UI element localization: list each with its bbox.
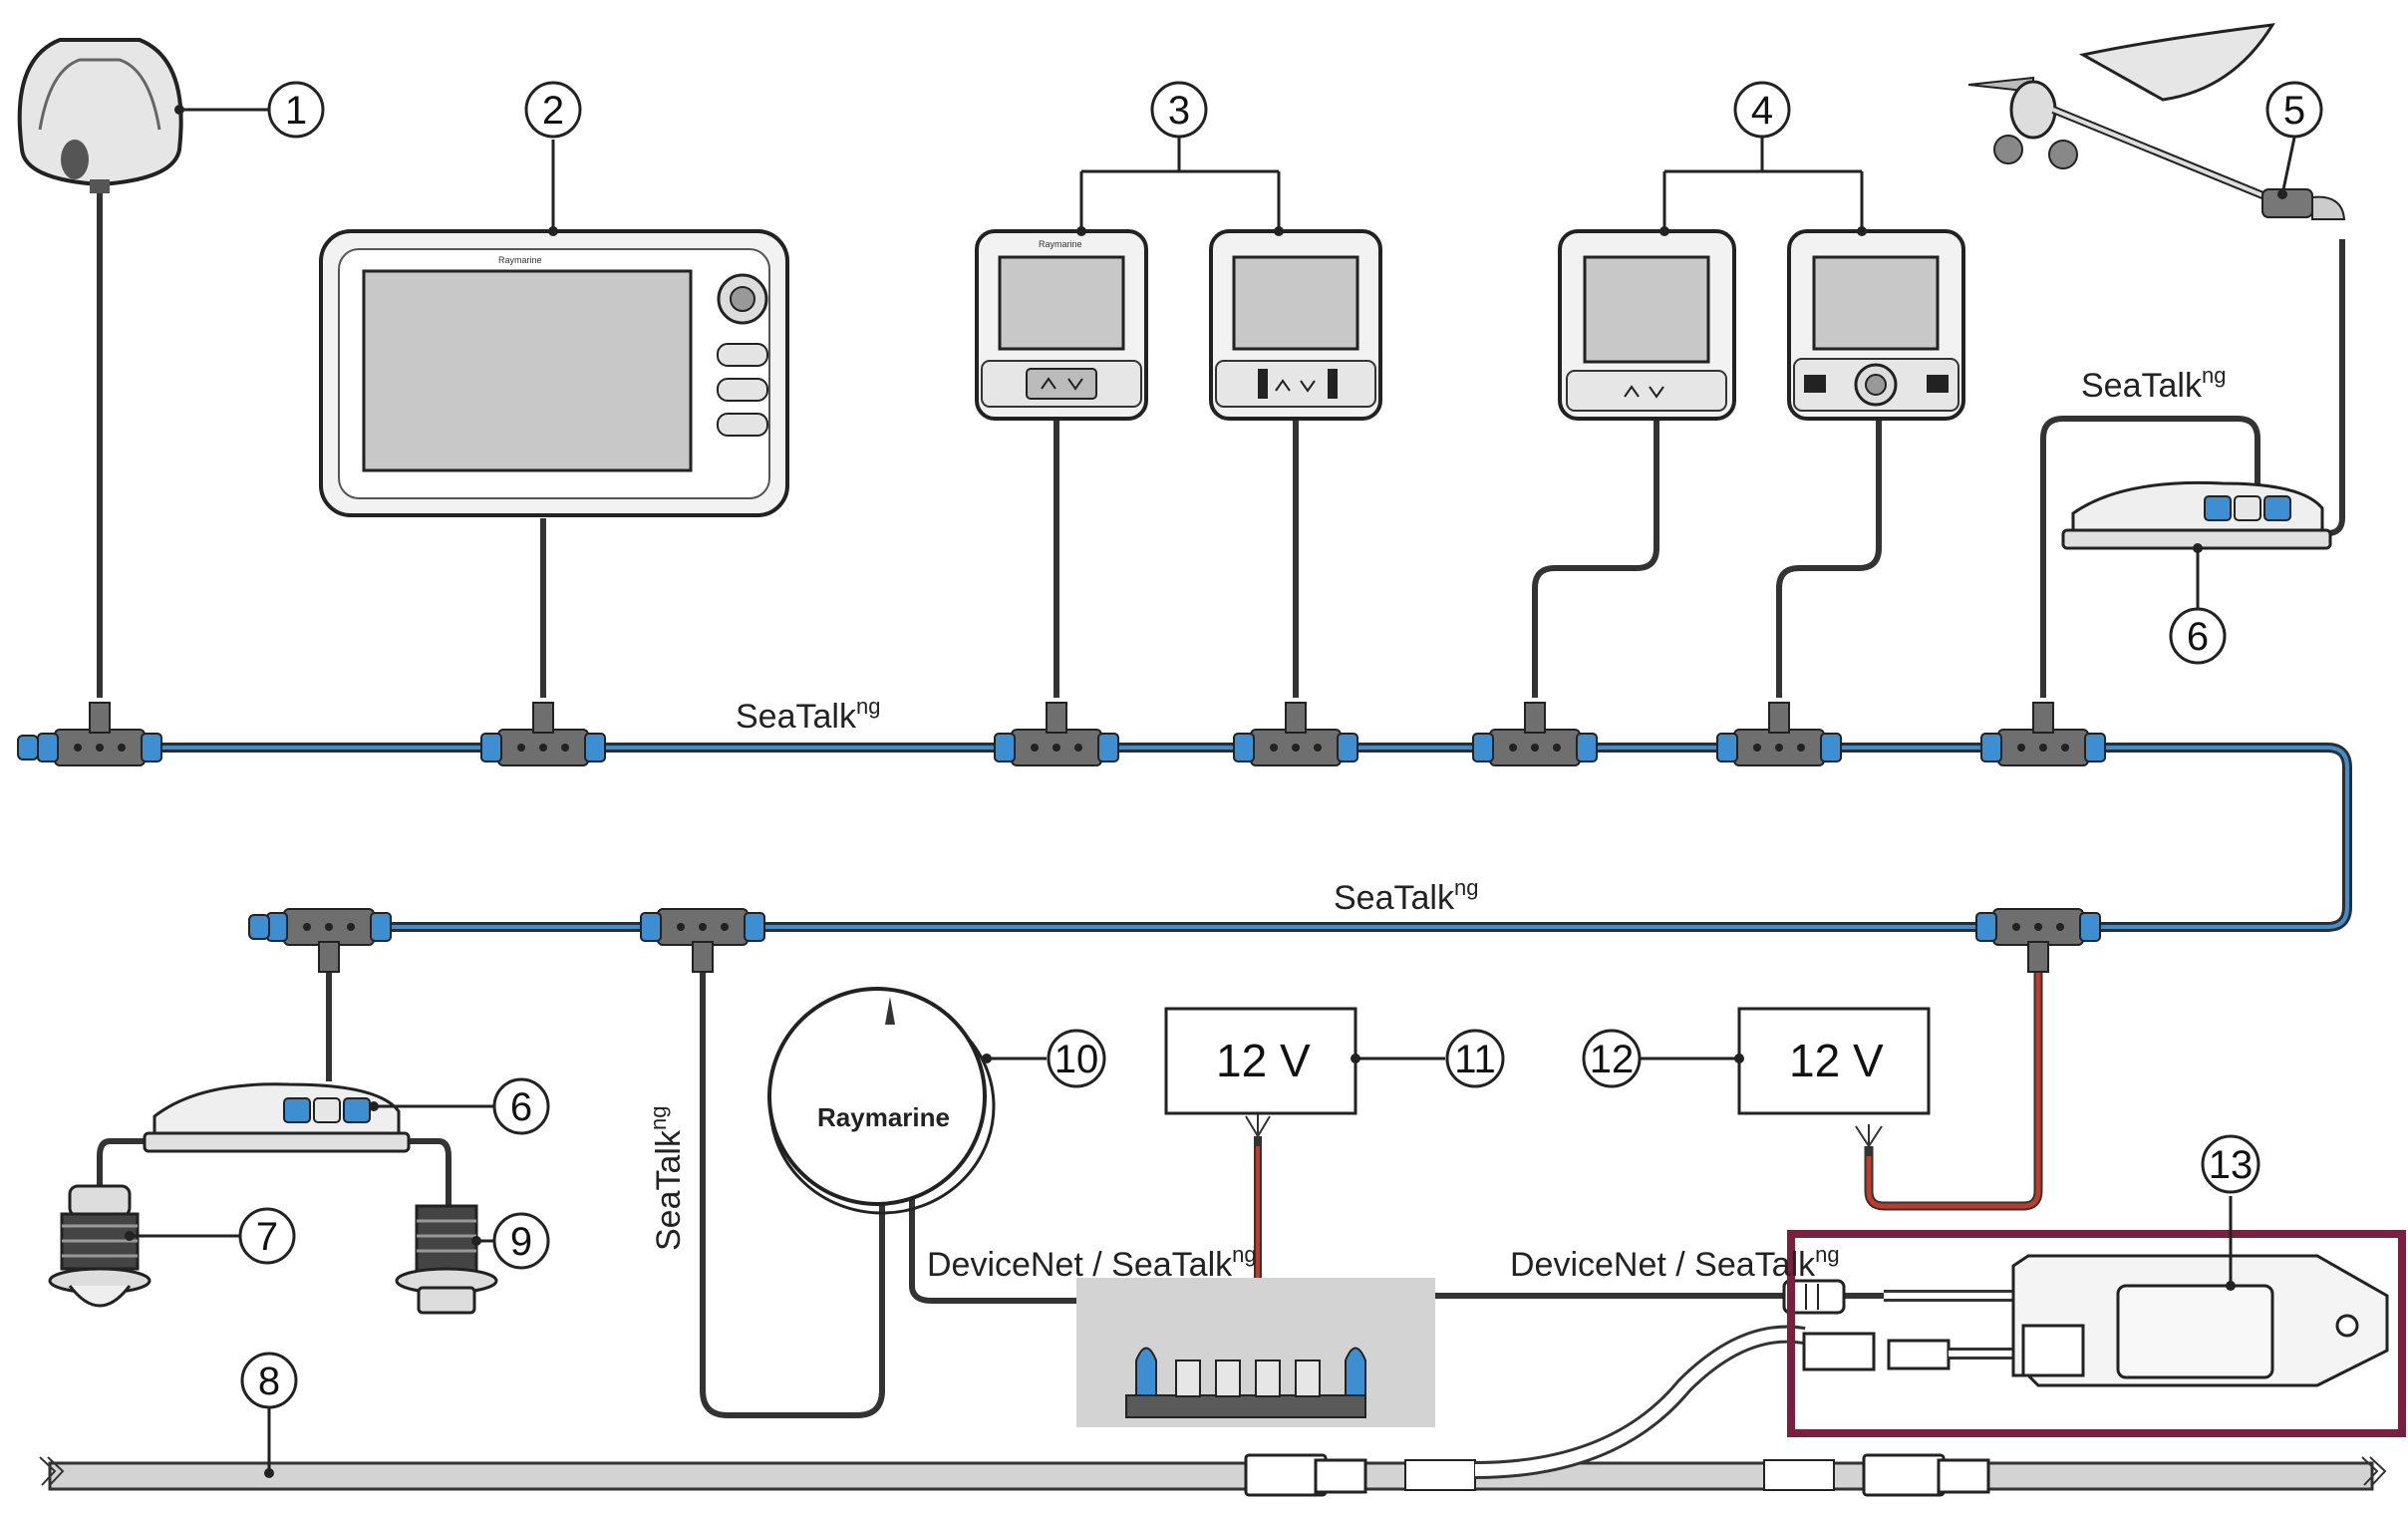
display-brand-label: Raymarine xyxy=(498,255,542,265)
spur-wind-down xyxy=(2297,239,2345,536)
speed-transducer-icon xyxy=(395,1204,498,1315)
instrument-display-icon: Raymarine xyxy=(975,229,1148,421)
acu-interface-icon xyxy=(2061,480,2332,550)
spur-wind-label: SeaTalkng xyxy=(2081,363,2226,405)
callout-leader-dots xyxy=(125,105,2287,1478)
gateway-icon xyxy=(1782,1254,2389,1387)
spur-acu-top xyxy=(2040,416,2260,698)
t-piece xyxy=(37,702,162,766)
spur-speed xyxy=(409,1138,452,1206)
backbone-main-label: SeaTalkng xyxy=(736,694,880,736)
callout-1: 1 xyxy=(267,81,325,139)
power-terminal-icon xyxy=(1076,1278,1435,1427)
callout-13: 13 xyxy=(2201,1134,2260,1194)
callout-3: 3 xyxy=(1150,81,1208,139)
callout-2: 2 xyxy=(524,81,582,139)
instrument-brand-label: Raymarine xyxy=(1039,239,1082,249)
power-supply-12: 12 V xyxy=(1737,1007,1931,1115)
depth-transducer-icon xyxy=(48,1184,151,1308)
wind-transducer-icon xyxy=(1967,23,2346,220)
backbone-connectors xyxy=(17,702,2106,973)
spur-vertical xyxy=(700,962,885,1418)
spur-pilot-2 xyxy=(1776,419,1882,698)
multifunction-display-icon: Raymarine xyxy=(319,229,789,517)
t-piece xyxy=(994,702,1119,766)
svg-text:6: 6 xyxy=(510,1085,532,1129)
callout-6-lower: 6 xyxy=(492,1077,550,1135)
svg-text:3: 3 xyxy=(1168,89,1190,133)
compass-icon: Raymarine xyxy=(767,987,996,1215)
gateway-highlight-frame xyxy=(1787,1230,2406,1437)
svg-text:9: 9 xyxy=(510,1220,532,1264)
svg-text:7: 7 xyxy=(256,1215,278,1259)
svg-text:11: 11 xyxy=(1454,1038,1496,1081)
spur-depth xyxy=(97,1138,159,1191)
svg-text:10: 10 xyxy=(1054,1038,1099,1081)
svg-text:12: 12 xyxy=(1590,1038,1635,1081)
svg-text:13: 13 xyxy=(2209,1143,2254,1187)
backbone-upper xyxy=(40,743,2352,932)
callout-markers: 1 2 3 4 5 6 6 7 xyxy=(238,81,2323,1409)
callout-12: 12 xyxy=(1582,1029,1642,1088)
callout-6-upper: 6 xyxy=(2169,607,2227,665)
svg-text:5: 5 xyxy=(2283,89,2305,133)
t-piece xyxy=(1980,702,2106,766)
svg-text:2: 2 xyxy=(542,89,564,133)
callout-leaders xyxy=(130,108,2296,1473)
svg-text:8: 8 xyxy=(258,1360,280,1403)
pilot-control-icon xyxy=(1558,229,1736,421)
psu-12-label: 12 V xyxy=(1789,1035,1884,1086)
t-piece xyxy=(1233,702,1358,766)
backbone-cables xyxy=(40,743,2352,932)
acu-interface-icon xyxy=(143,1082,411,1153)
pilot-control-icon xyxy=(1787,229,1965,421)
t-piece xyxy=(1716,702,1842,766)
callout-8: 8 xyxy=(240,1352,298,1409)
compass-brand-label: Raymarine xyxy=(817,1102,950,1132)
spur-pilot-1 xyxy=(1532,419,1659,698)
svg-text:1: 1 xyxy=(285,89,307,133)
backbone-second-label: SeaTalkng xyxy=(1334,875,1478,917)
devicenet-left-label: DeviceNet / SeaTalkng xyxy=(927,1242,1257,1284)
callout-11: 11 xyxy=(1445,1029,1505,1088)
t-piece xyxy=(480,702,606,766)
t-piece xyxy=(1975,908,2101,973)
gps-antenna-icon xyxy=(17,38,183,193)
callout-9: 9 xyxy=(492,1212,550,1270)
psu-11-label: 12 V xyxy=(1216,1035,1311,1086)
callout-10: 10 xyxy=(1047,1029,1106,1088)
callout-4: 4 xyxy=(1733,81,1791,139)
nmea-cable xyxy=(39,1325,2387,1497)
t-piece xyxy=(266,908,392,973)
callout-7: 7 xyxy=(238,1207,296,1265)
power-supply-11: 12 V xyxy=(1164,1007,1357,1115)
spur-vertical-label: SeaTalkng xyxy=(646,1106,688,1251)
instrument-display-icon xyxy=(1209,229,1382,421)
callout-5: 5 xyxy=(2265,81,2323,139)
svg-text:4: 4 xyxy=(1751,89,1773,133)
t-piece xyxy=(1472,702,1598,766)
devicenet-right-label: DeviceNet / SeaTalkng xyxy=(1510,1242,1840,1284)
t-piece xyxy=(640,908,765,973)
svg-text:6: 6 xyxy=(2187,615,2209,659)
